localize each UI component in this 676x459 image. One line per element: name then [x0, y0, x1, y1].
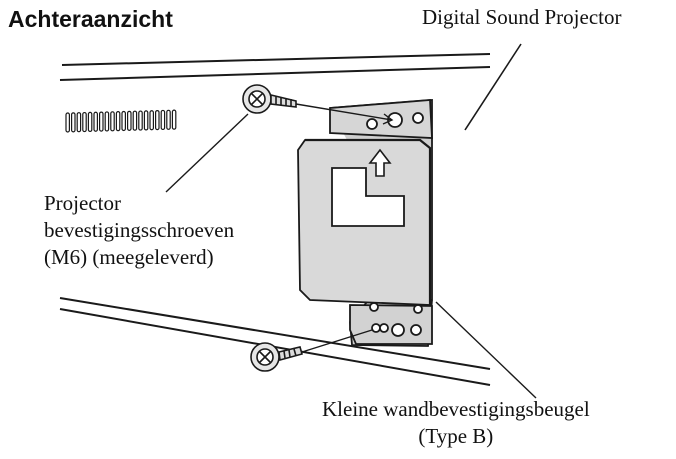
vent-slot: [126, 110, 132, 131]
vent-slot: [104, 111, 110, 132]
vent-slot: [110, 111, 115, 132]
vent-slot: [115, 111, 121, 132]
vent-slot: [171, 109, 177, 130]
vent-slot: [160, 109, 166, 131]
vent-slot: [132, 110, 138, 131]
vent-slot: [155, 109, 160, 131]
vent-slot: [149, 110, 155, 131]
up-arrow-icon: [368, 148, 392, 177]
view-heading: Achteraanzicht: [8, 6, 173, 32]
screws-label-line-2: bevestigingsschroeven: [44, 218, 235, 242]
screws-label: Projector bevestigingsschroeven (M6) (me…: [44, 190, 234, 271]
product-label: Digital Sound Projector: [422, 5, 622, 29]
vent-slot: [138, 110, 143, 131]
vent-slot: [65, 112, 71, 133]
bracket-label-line-2: (Type B): [418, 424, 494, 448]
vent-slot: [121, 110, 127, 132]
bottom-screw: [250, 329, 373, 372]
vent-slot: [166, 109, 171, 130]
bracket-label: Kleine wandbevestigingsbeugel (Type B): [322, 396, 590, 450]
vent-slot: [70, 112, 76, 133]
vent-slot: [98, 111, 104, 132]
vent-slot: [76, 112, 82, 133]
vent-slot: [143, 110, 149, 131]
vent-grille: [65, 109, 177, 133]
screws-label-line-1: Projector: [44, 191, 121, 215]
leader-lines: [165, 113, 537, 399]
top-screw: [242, 84, 394, 125]
screws-label-line-3: (M6) (meegeleverd): [44, 245, 214, 269]
vent-slot: [87, 111, 93, 133]
vent-slot: [82, 111, 87, 133]
mounting-bracket: [297, 99, 433, 347]
projector-body: [59, 43, 522, 386]
bracket-label-line-1: Kleine wandbevestigingsbeugel: [322, 397, 590, 421]
vent-slot: [93, 111, 99, 132]
